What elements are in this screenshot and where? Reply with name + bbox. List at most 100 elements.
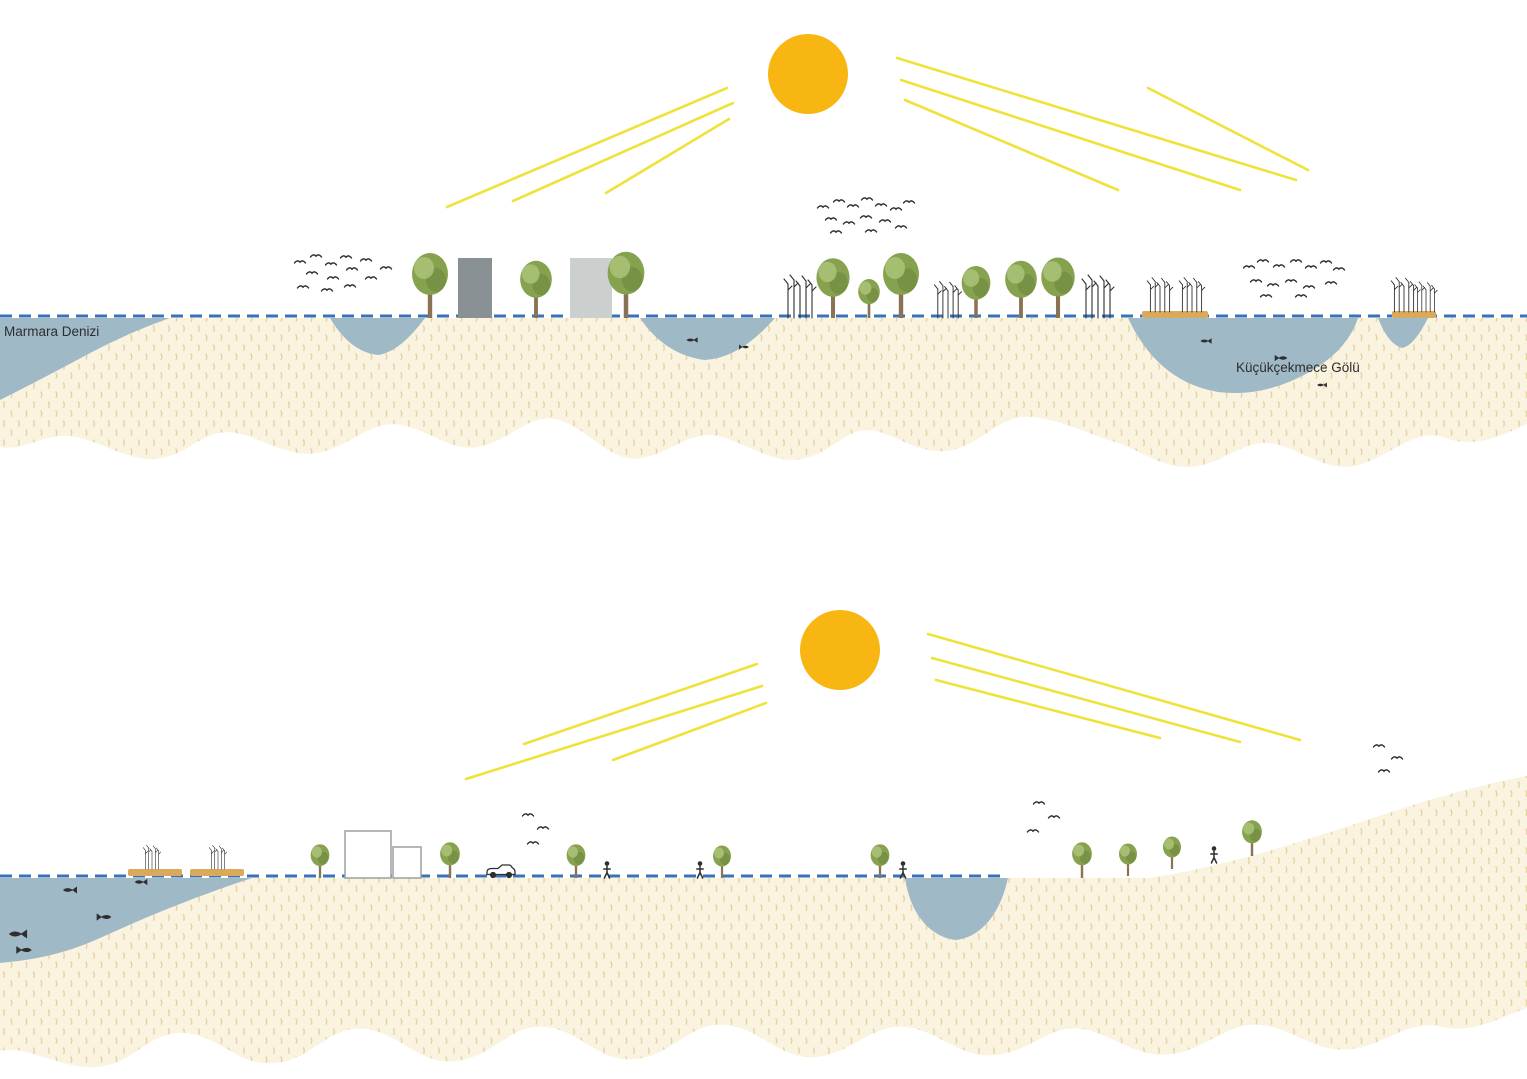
bird — [846, 204, 860, 208]
bird — [296, 285, 310, 289]
reeds — [1178, 277, 1206, 313]
building — [458, 258, 492, 318]
sea-water — [0, 318, 170, 400]
sun-ray — [611, 701, 768, 762]
bird — [1032, 801, 1046, 805]
bird — [359, 258, 373, 262]
bird — [816, 205, 830, 209]
reeds — [1081, 274, 1115, 319]
reed-clusters-top — [783, 274, 1438, 319]
bird — [1047, 815, 1061, 819]
boardwalk — [1142, 311, 1208, 318]
bird — [326, 276, 340, 280]
tree — [1119, 843, 1137, 876]
lake-label: Küçükçekmece Gölü — [1236, 360, 1360, 375]
sun-ray — [926, 632, 1302, 742]
bird — [829, 230, 843, 234]
bird — [878, 219, 892, 223]
tree — [961, 266, 991, 318]
tree — [566, 844, 586, 878]
bird — [1259, 294, 1273, 298]
bird — [1302, 285, 1316, 289]
bird — [1324, 281, 1338, 285]
dock-plank — [190, 869, 244, 876]
bird — [379, 266, 393, 270]
bird — [293, 260, 307, 264]
sea-water-bottom — [0, 878, 252, 963]
bird — [874, 203, 888, 207]
bird — [1319, 260, 1333, 264]
bird — [536, 826, 550, 830]
sun-ray — [1146, 86, 1310, 172]
person — [696, 860, 704, 879]
bird — [1242, 265, 1256, 269]
bird — [521, 813, 535, 817]
bird — [842, 221, 856, 225]
sun-icon — [800, 610, 880, 690]
reeds — [1146, 277, 1174, 313]
bird — [305, 271, 319, 275]
tree — [1041, 257, 1075, 318]
bird-flock-center — [816, 197, 916, 234]
pond-water — [330, 318, 425, 355]
bird — [1289, 259, 1303, 263]
reeds — [142, 845, 162, 870]
bird — [324, 262, 338, 266]
tree — [412, 253, 448, 318]
bird — [864, 229, 878, 233]
reeds — [933, 280, 963, 319]
bird — [1272, 264, 1286, 268]
bird — [339, 255, 353, 259]
sun-ray — [899, 78, 1242, 192]
tree — [870, 844, 890, 878]
bird — [824, 217, 838, 221]
tree — [440, 842, 460, 878]
tree — [607, 251, 645, 318]
sun-ray — [604, 117, 731, 195]
building — [570, 258, 612, 318]
sun-ray — [445, 86, 729, 209]
bird — [1304, 265, 1318, 269]
tree — [1163, 836, 1181, 869]
bird — [894, 225, 908, 229]
sun-ray — [930, 656, 1242, 744]
dock-plank — [128, 869, 182, 876]
sea-label: Marmara Denizi — [4, 324, 99, 339]
pond-water — [905, 878, 1008, 940]
bird — [832, 199, 846, 203]
tree — [520, 260, 552, 318]
building — [344, 830, 392, 879]
dock — [128, 845, 244, 876]
tree — [816, 258, 850, 318]
bird — [320, 288, 334, 292]
birds-bottom — [521, 744, 1404, 845]
sun-ray — [895, 56, 1298, 182]
bird — [889, 207, 903, 211]
sun-icon — [768, 34, 848, 114]
section-top: Marmara Denizi Küçükçekmece Gölü — [0, 34, 1527, 468]
bird — [1377, 769, 1391, 773]
bird — [1372, 744, 1386, 748]
ground-mass-bottom — [0, 776, 1527, 1068]
bird — [902, 200, 916, 204]
tree — [1072, 842, 1092, 878]
tree — [1242, 820, 1262, 856]
tree — [310, 844, 330, 878]
tree — [883, 253, 919, 318]
sun-rays — [445, 56, 1310, 209]
section-bottom — [0, 610, 1527, 1068]
reeds — [783, 274, 817, 319]
bird-flock-left — [293, 254, 393, 292]
pond-water — [640, 318, 775, 360]
bird — [860, 197, 874, 201]
bird — [1284, 279, 1298, 283]
bird — [309, 254, 323, 258]
bird — [1249, 279, 1263, 283]
bird — [364, 276, 378, 280]
sun-ray — [511, 101, 735, 203]
reeds — [208, 845, 228, 870]
bird — [526, 841, 540, 845]
bird — [343, 284, 357, 288]
